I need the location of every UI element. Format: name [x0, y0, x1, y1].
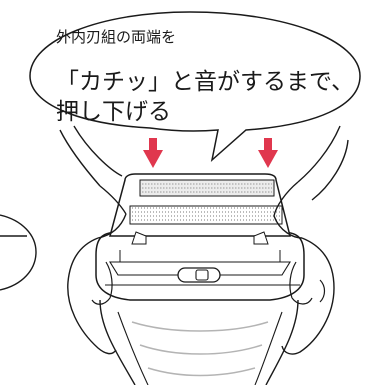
- slide-switch-icon: [177, 267, 221, 283]
- blade-block: [109, 173, 291, 245]
- right-hand: [273, 125, 349, 355]
- outer-foil-mesh: [142, 183, 272, 193]
- down-arrow-icon: [143, 138, 163, 168]
- shaver-body: [99, 299, 299, 386]
- callout-line-2: 「カチッ」と音がするまで、: [56, 69, 355, 95]
- speech-bubble: [29, 11, 361, 163]
- side-callout-circle: [0, 214, 37, 291]
- shaver-head-frame: [95, 231, 305, 301]
- left-hand: [59, 125, 127, 355]
- inner-blade-slots: [129, 205, 283, 225]
- callout-line-1: 外内刃組の両端を: [56, 28, 177, 46]
- down-arrow-icon: [258, 138, 278, 168]
- callout-line-3: 押し下げる: [56, 99, 171, 125]
